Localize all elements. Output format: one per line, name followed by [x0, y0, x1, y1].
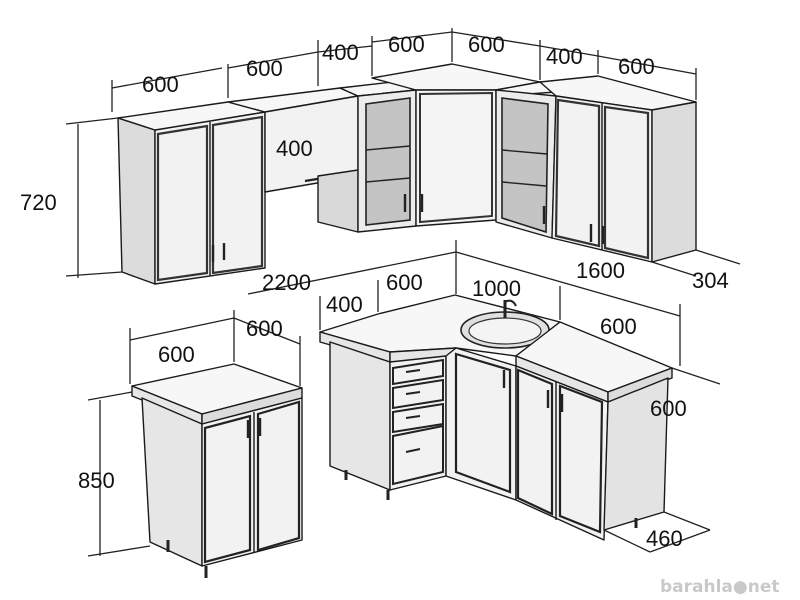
dim-wall-1: 600 [142, 72, 179, 97]
wall-cabinet-glass-right [495, 81, 557, 239]
wall-cabinets [117, 63, 697, 285]
wall-cabinet-glass-left [339, 79, 417, 233]
dim-base-depth-corner: 460 [646, 526, 683, 551]
dim-hood-height: 400 [276, 136, 313, 161]
base-cabinets [319, 294, 673, 541]
wall-cabinet-corner [371, 63, 541, 227]
dim-base-seg-2: 600 [386, 270, 423, 295]
sink-base-cabinet [445, 347, 517, 501]
dim-wall-7: 600 [618, 54, 655, 79]
dim-base-seg-right: 600 [600, 314, 637, 339]
dimension-lines [65, 28, 741, 557]
dim-standalone-depth: 600 [246, 316, 283, 341]
sink [460, 299, 550, 349]
dimension-labels: 600 600 400 600 600 400 600 720 400 304 … [20, 32, 729, 551]
dim-standalone-height: 850 [78, 468, 115, 493]
wall-cabinet-right [539, 75, 697, 263]
dim-base-run-right: 1600 [576, 258, 625, 283]
dim-base-seg-3: 1000 [472, 276, 521, 301]
dim-wall-2: 600 [246, 56, 283, 81]
dim-base-run-left: 2200 [262, 270, 311, 295]
wall-cabinet-left [117, 101, 266, 285]
dim-base-seg-1: 400 [326, 292, 363, 317]
dim-wall-5: 600 [468, 32, 505, 57]
dim-wall-depth: 304 [692, 268, 729, 293]
dim-wall-6: 400 [546, 44, 583, 69]
watermark: barahla●net [660, 577, 780, 597]
dim-wall-4: 600 [388, 32, 425, 57]
dim-wall-3: 400 [322, 40, 359, 65]
right-base-cabinet [515, 365, 669, 541]
dim-wall-height: 720 [20, 190, 57, 215]
dim-base-depth-right: 600 [650, 396, 687, 421]
drawer-unit [389, 355, 447, 491]
dim-standalone-width: 600 [158, 342, 195, 367]
standalone-cabinet [131, 363, 303, 578]
